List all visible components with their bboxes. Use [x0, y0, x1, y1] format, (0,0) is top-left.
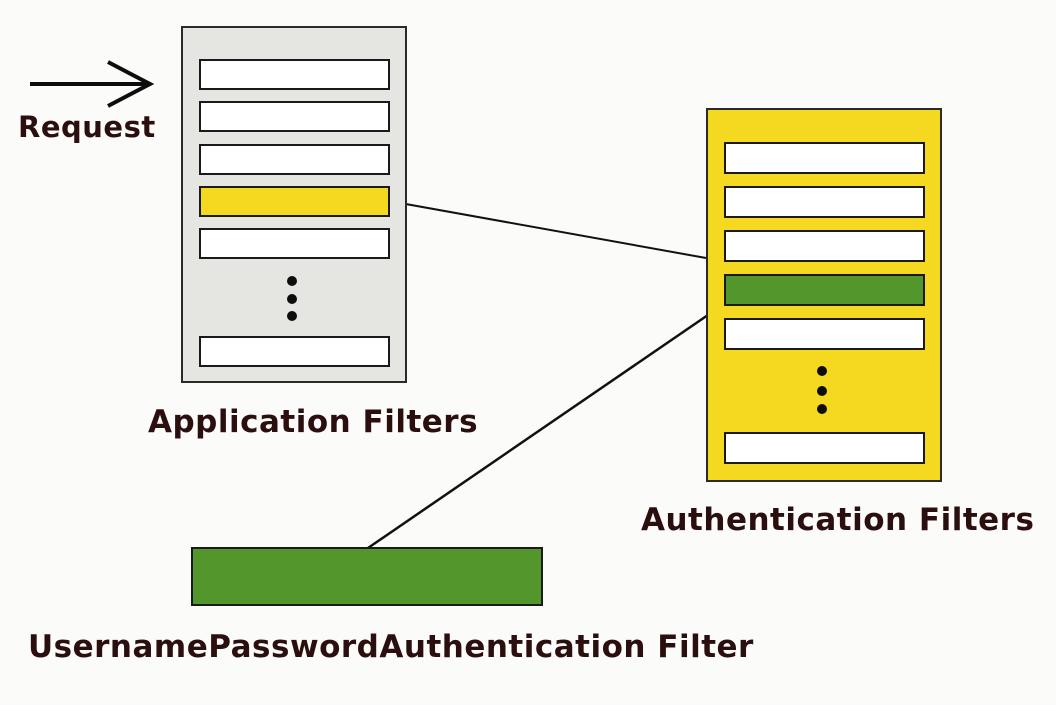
ellipsis-dot: [287, 311, 297, 321]
ellipsis-dot: [287, 294, 297, 304]
authentication-filter-slot-3: [724, 230, 925, 262]
authentication-filters-label: Authentication Filters: [641, 502, 1035, 538]
application-filter-slot-1: [199, 59, 390, 90]
connector-app-to-auth: [388, 200, 707, 259]
ellipsis-dot: [287, 276, 297, 286]
authentication-filter-slot-2: [724, 186, 925, 218]
application-filter-slot-last: [199, 336, 390, 367]
username-password-authentication-filter-box: [191, 547, 543, 606]
request-arrow-head: [107, 60, 155, 108]
application-filters-label: Application Filters: [148, 404, 479, 440]
authentication-filter-slot-5: [724, 318, 925, 350]
authentication-filters-panel: [706, 108, 942, 482]
application-filter-slot-2: [199, 101, 390, 132]
request-label: Request: [18, 110, 156, 144]
authentication-filter-slot-1: [724, 142, 925, 174]
ellipsis-dot: [817, 366, 827, 376]
ellipsis-dot: [817, 404, 827, 414]
application-filter-slot-3: [199, 144, 390, 175]
username-password-authentication-filter-label: UsernamePasswordAuthentication Filter: [28, 629, 754, 665]
authentication-filter-slot-last: [724, 432, 925, 464]
authentication-filter-slot-highlighted: [724, 274, 925, 306]
application-filter-slot-5: [199, 228, 390, 259]
right-arrow-icon: [30, 60, 155, 108]
application-filter-slot-highlighted: [199, 186, 390, 217]
application-filters-panel: [181, 26, 407, 383]
ellipsis-dot: [817, 386, 827, 396]
